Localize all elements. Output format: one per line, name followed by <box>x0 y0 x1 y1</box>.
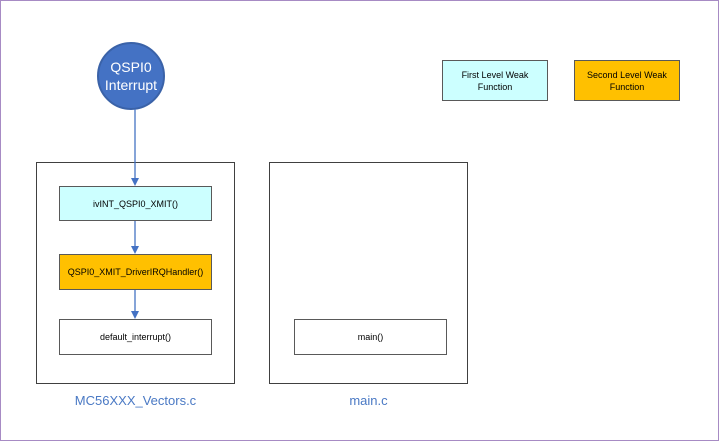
qspi0-xmit-driver-irq-handler-box: QSPI0_XMIT_DriverIRQHandler() <box>59 254 212 290</box>
legend-first-level-weak-function: First Level Weak Function <box>442 60 548 101</box>
legend-second-level-weak-function: Second Level Weak Function <box>574 60 680 101</box>
interrupt-label-line2: Interrupt <box>104 77 158 93</box>
qspi0-interrupt-node: QSPI0 Interrupt <box>97 42 165 110</box>
legend-first-line2: Function <box>477 81 513 92</box>
main-function-box: main() <box>294 319 447 355</box>
vectors-file-caption: MC56XXX_Vectors.c <box>74 393 197 408</box>
legend-second-line1: Second Level Weak <box>587 69 667 80</box>
default-interrupt-box: default_interrupt() <box>59 319 212 355</box>
main-file-caption: main.c <box>349 393 388 408</box>
legend-second-line2: Function <box>609 81 645 92</box>
legend-first-line1: First Level Weak <box>461 69 529 80</box>
interrupt-label-line1: QSPI0 <box>110 59 152 75</box>
ivint-qspi0-xmit-box: ivINT_QSPI0_XMIT() <box>59 186 212 221</box>
